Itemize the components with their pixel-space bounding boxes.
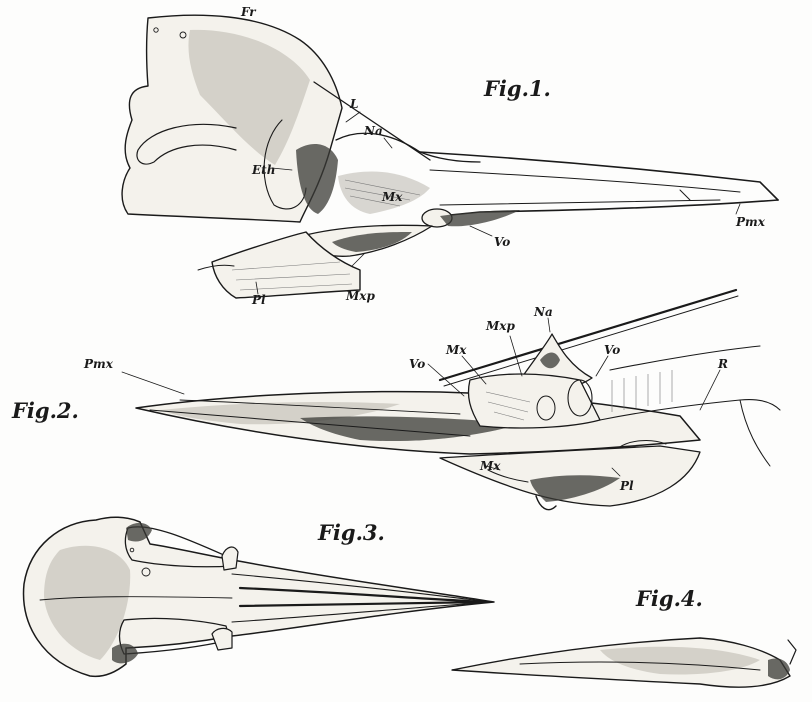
fig1-label-vo: Vo — [494, 235, 510, 249]
fig2-label-r: R — [717, 357, 728, 371]
fig1-label-fr: Fr — [240, 5, 257, 19]
fig1-label-pmx: Pmx — [735, 215, 766, 229]
fig1-label-mxp: Mxp — [345, 289, 375, 303]
fig2-label-pl: Pl — [619, 479, 634, 493]
fig1-label-mx: Mx — [381, 190, 403, 204]
fig1-label-l: L — [349, 97, 358, 111]
fig2-label-mxp: Mxp — [485, 319, 515, 333]
fig1-label-pl: Pl — [251, 293, 266, 307]
figure-3-skull-dorsal: Fig.3. — [24, 517, 494, 676]
fig2-label-na: Na — [533, 305, 553, 319]
fig2-label-mx-upper: Mx — [445, 343, 467, 357]
fig2-title: Fig.2. — [11, 398, 79, 423]
fig2-label-mx-lower: Mx — [479, 459, 501, 473]
fig1-label-eth: Eth — [251, 163, 275, 177]
fig3-title: Fig.3. — [317, 520, 385, 545]
figure-1-skull-lateral: Fig.1. Fr L Na Eth Mx Pmx Vo Mxp Pl — [122, 5, 778, 307]
fig1-title: Fig.1. — [483, 76, 551, 101]
fig2-label-vo-left: Vo — [409, 357, 425, 371]
fig2-label-pmx: Pmx — [83, 357, 114, 371]
fig2-label-vo-right: Vo — [604, 343, 620, 357]
fig1-label-na: Na — [363, 124, 383, 138]
fig4-title: Fig.4. — [635, 586, 703, 611]
figure-2-skull-ventral: Fig.2. Pmx Mxp Na Mx Vo Vo R Mx Pl — [11, 290, 780, 510]
figure-4-bone-detail: Fig.4. — [452, 586, 796, 687]
